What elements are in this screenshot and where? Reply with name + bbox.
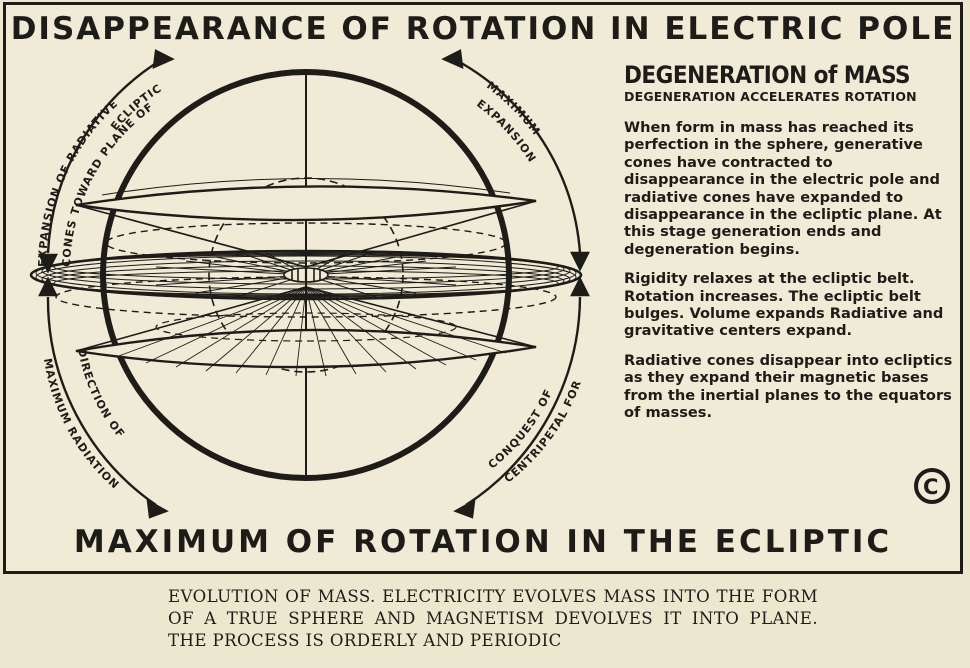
bottom-title: MAXIMUM OF ROTATION IN THE ECLIPTIC	[73, 524, 893, 560]
top-title: DISAPPEARANCE OF ROTATION IN ELECTRIC PO…	[10, 11, 956, 47]
panel-subheading: DEGENERATION ACCELERATES ROTATION	[624, 89, 917, 104]
copyright-icon: C	[914, 468, 950, 504]
paragraph-1: When form in mass has reached its perfec…	[624, 119, 942, 258]
illustration-plate: DISAPPEARANCE OF ROTATION IN ELECTRIC PO…	[3, 2, 963, 574]
arrow-lower-right	[453, 276, 590, 519]
upper-radiative-cone	[75, 177, 537, 268]
paragraph-3: Radiative cones disappear into ecliptics…	[624, 351, 953, 422]
explanation-panel: DEGENERATION of MASS DEGENERATION ACCELE…	[618, 61, 958, 434]
sphere-diagram: EXPANSION OF RADIATIVE CONES TOWARD PLAN…	[6, 5, 590, 519]
arrow-lower-left	[38, 276, 169, 519]
central-nucleus	[283, 267, 329, 283]
lower-dashed-ellipse	[155, 312, 457, 342]
arrow-upper-right	[441, 49, 590, 272]
lower-radiative-cone	[75, 286, 537, 377]
copyright-symbol: C	[923, 475, 939, 499]
upper-dashed-ellipse	[105, 222, 507, 264]
paragraph-2: Rigidity relaxes at the ecliptic belt. R…	[624, 270, 944, 340]
figure-caption: EVOLUTION OF MASS. ELECTRICITY EVOLVES M…	[168, 587, 818, 650]
label-lower-right-2: CENTRIPETAL FORCE	[6, 5, 584, 485]
panel-heading: DEGENERATION of MASS	[624, 61, 911, 89]
arrow-upper-left	[38, 49, 175, 274]
